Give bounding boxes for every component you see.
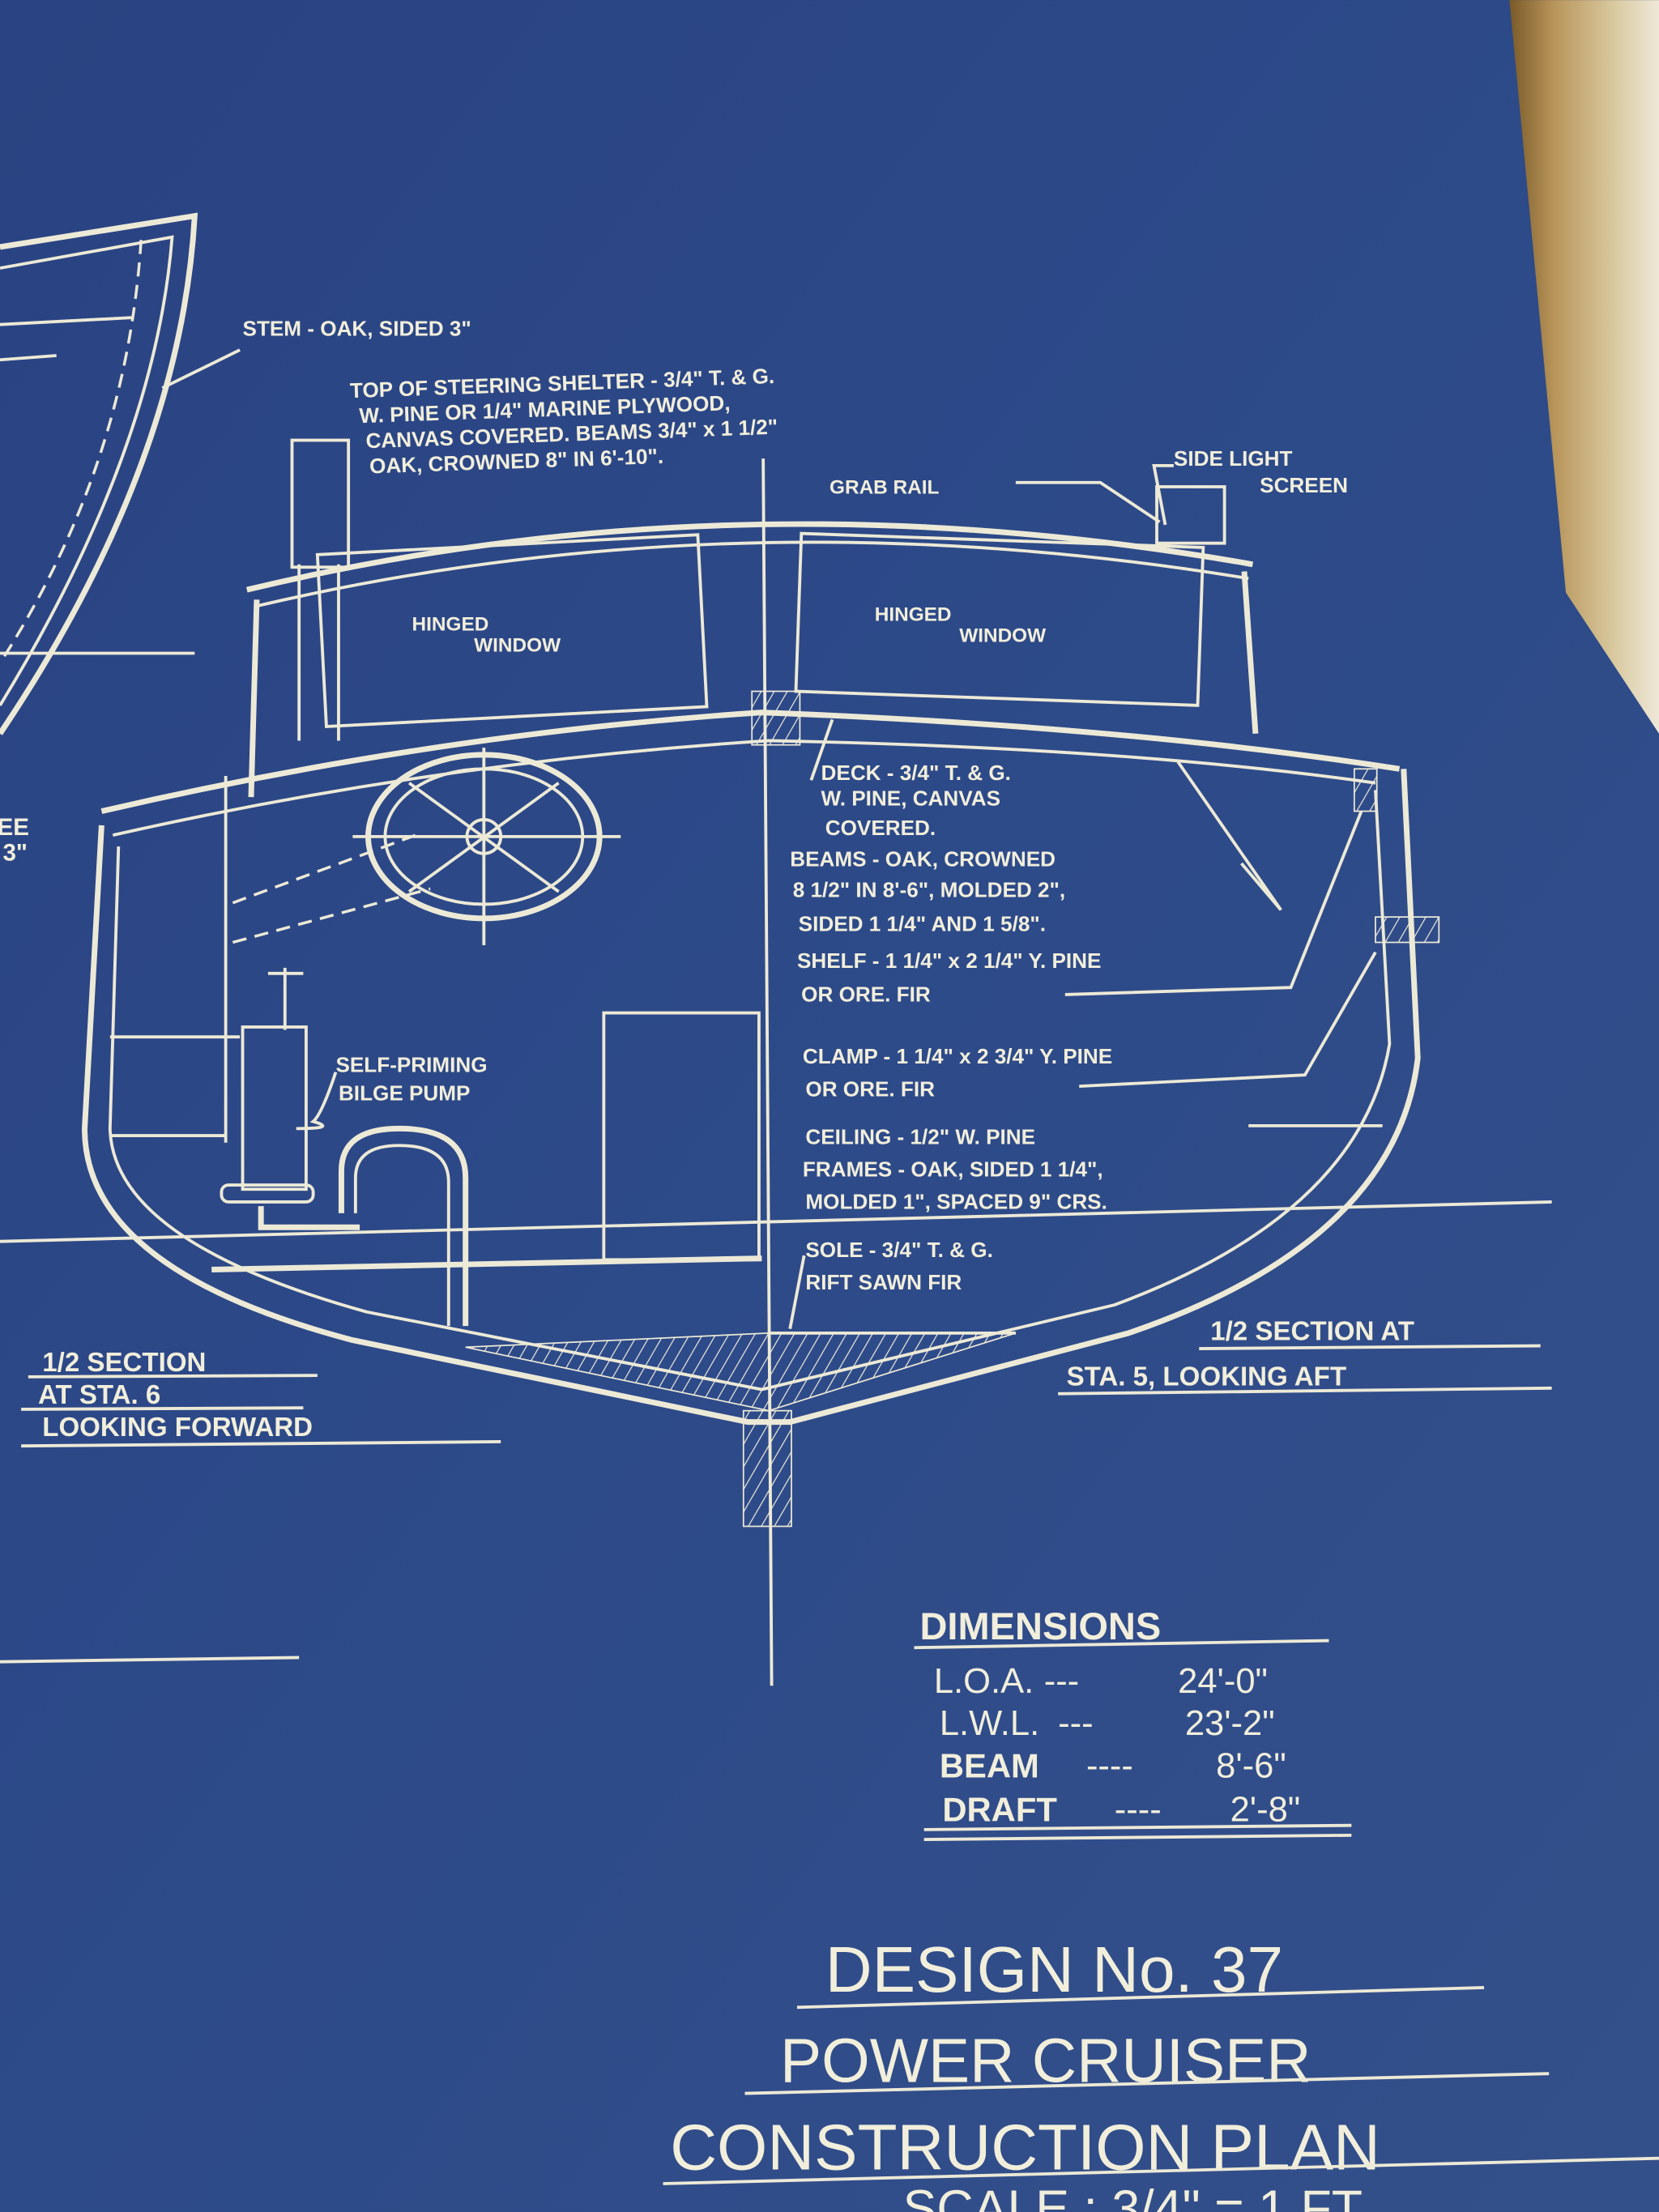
dimension-label: L.O.A. [934,1662,1034,1701]
dimensions-table: DIMENSIONS L.O.A. --- 24'-0" L.W.L. --- … [914,1605,1352,1841]
dimension-leader: ---- [1086,1746,1133,1785]
beams-note: SIDED 1 1/4" AND 1 5/8". [799,912,1046,936]
fragment-text-1: EE [0,814,29,841]
hinged-window-right [794,531,1205,707]
scale-note: SCALE : 3/4" = 1 FT [903,2180,1363,2212]
section-label-line: STA. 5, LOOKING AFT [1067,1362,1346,1392]
hinged-window-label: HINGED [875,603,952,625]
hinged-window-label: WINDOW [474,635,561,657]
dimension-value: 2'-8" [1230,1790,1301,1829]
dimension-leader: --- [1044,1662,1079,1701]
ridge-beam [751,690,801,746]
dimensions-heading: DIMENSIONS [919,1605,1161,1647]
deck-note: W. PINE, CANVAS [821,786,1000,811]
bilge-pump-label: BILGE PUMP [339,1081,470,1106]
side-light-label: SIDE LIGHT [1174,446,1293,471]
steering-shelter-note: TOP OF STEERING SHELTER - 3/4" T. & G. W… [349,364,778,479]
clamp-note: OR ORE. FIR [805,1076,935,1101]
beams-note: 8 1/2" IN 8'-6", MOLDED 2", [793,878,1065,902]
dimension-label: L.W.L. [940,1704,1039,1743]
dimension-value: 8'-6" [1216,1746,1286,1785]
steering-wheel [232,748,621,945]
waterline [0,1200,1552,1243]
deck-note: DECK - 3/4" T. & G. [821,761,1011,785]
hinged-window-label: HINGED [412,614,489,636]
dimension-value: 24'-0" [1178,1662,1268,1701]
section-label-line: LOOKING FORWARD [42,1413,313,1443]
frames-note: FRAMES - OAK, SIDED 1 1/4", [803,1157,1103,1182]
title-block: DESIGN No. 37 POWER CRUISER CONSTRUCTION… [663,1933,1659,2212]
deck-note: COVERED. [825,816,936,840]
hinged-window-label: WINDOW [959,625,1046,647]
beams-note: BEAMS - OAK, CROWNED [790,846,1056,871]
stem-note: STEM - OAK, SIDED 3" [243,317,471,341]
dimension-row: BEAM ---- 8'-6" [940,1746,1286,1785]
leader-lines [296,463,1383,1330]
grab-rail-label: GRAB RAIL [830,477,940,499]
side-light-screen [1155,485,1226,545]
shelf-note: SHELF - 1 1/4" x 2 1/4" Y. PINE [797,948,1101,973]
sole-note: SOLE - 3/4" T. & G. [805,1238,992,1262]
section-label-line: 1/2 SECTION [42,1348,206,1378]
sole-note: RIFT SAWN FIR [805,1270,962,1294]
hull-section [82,710,1440,1528]
stem-profile [0,212,241,735]
section-label-line: AT STA. 6 [38,1380,160,1410]
exhaust-stack [290,438,351,569]
baseline [0,1656,300,1664]
dimension-value: 23'-2" [1185,1704,1275,1743]
plan-title: CONSTRUCTION PLAN [670,2111,1380,2184]
dimension-label: DRAFT [942,1790,1057,1828]
dimension-row: DRAFT ---- 2'-8" [942,1790,1300,1829]
frames-note: MOLDED 1", SPACED 9" CRS. [805,1190,1107,1214]
vessel-type: POWER CRUISER [780,2027,1311,2096]
clamp-note: CLAMP - 1 1/4" x 2 3/4" Y. PINE [803,1044,1112,1068]
side-light-label: SCREEN [1260,473,1348,497]
bilge-pump [220,967,469,1327]
picture-frame [1509,0,1659,734]
bilge-pump-label: SELF-PRIMING [335,1053,487,1077]
ceiling-note: CEILING - 1/2" W. PINE [805,1125,1035,1149]
construction-notes: DECK - 3/4" T. & G. W. PINE, CANVAS COVE… [790,761,1112,1294]
dimension-label: BEAM [940,1746,1039,1784]
dimension-row: L.W.L. --- 23'-2" [940,1704,1275,1743]
steering-shelter [245,438,1259,798]
design-number: DESIGN No. 37 [825,1933,1283,2005]
dimension-leader: --- [1058,1704,1093,1743]
shelf-note: OR ORE. FIR [801,982,931,1007]
keel [742,1409,792,1528]
fragment-text-2: 3" [2,839,28,866]
section-label-right: 1/2 SECTION AT STA. 5, LOOKING AFT [1058,1317,1552,1396]
section-label-left: 1/2 SECTION AT STA. 6 LOOKING FORWARD [21,1348,501,1448]
hinged-window-left [315,533,709,729]
section-label-line: 1/2 SECTION AT [1210,1317,1414,1347]
dimension-leader: ---- [1115,1790,1162,1829]
dimension-row: L.O.A. --- 24'-0" [934,1662,1268,1701]
